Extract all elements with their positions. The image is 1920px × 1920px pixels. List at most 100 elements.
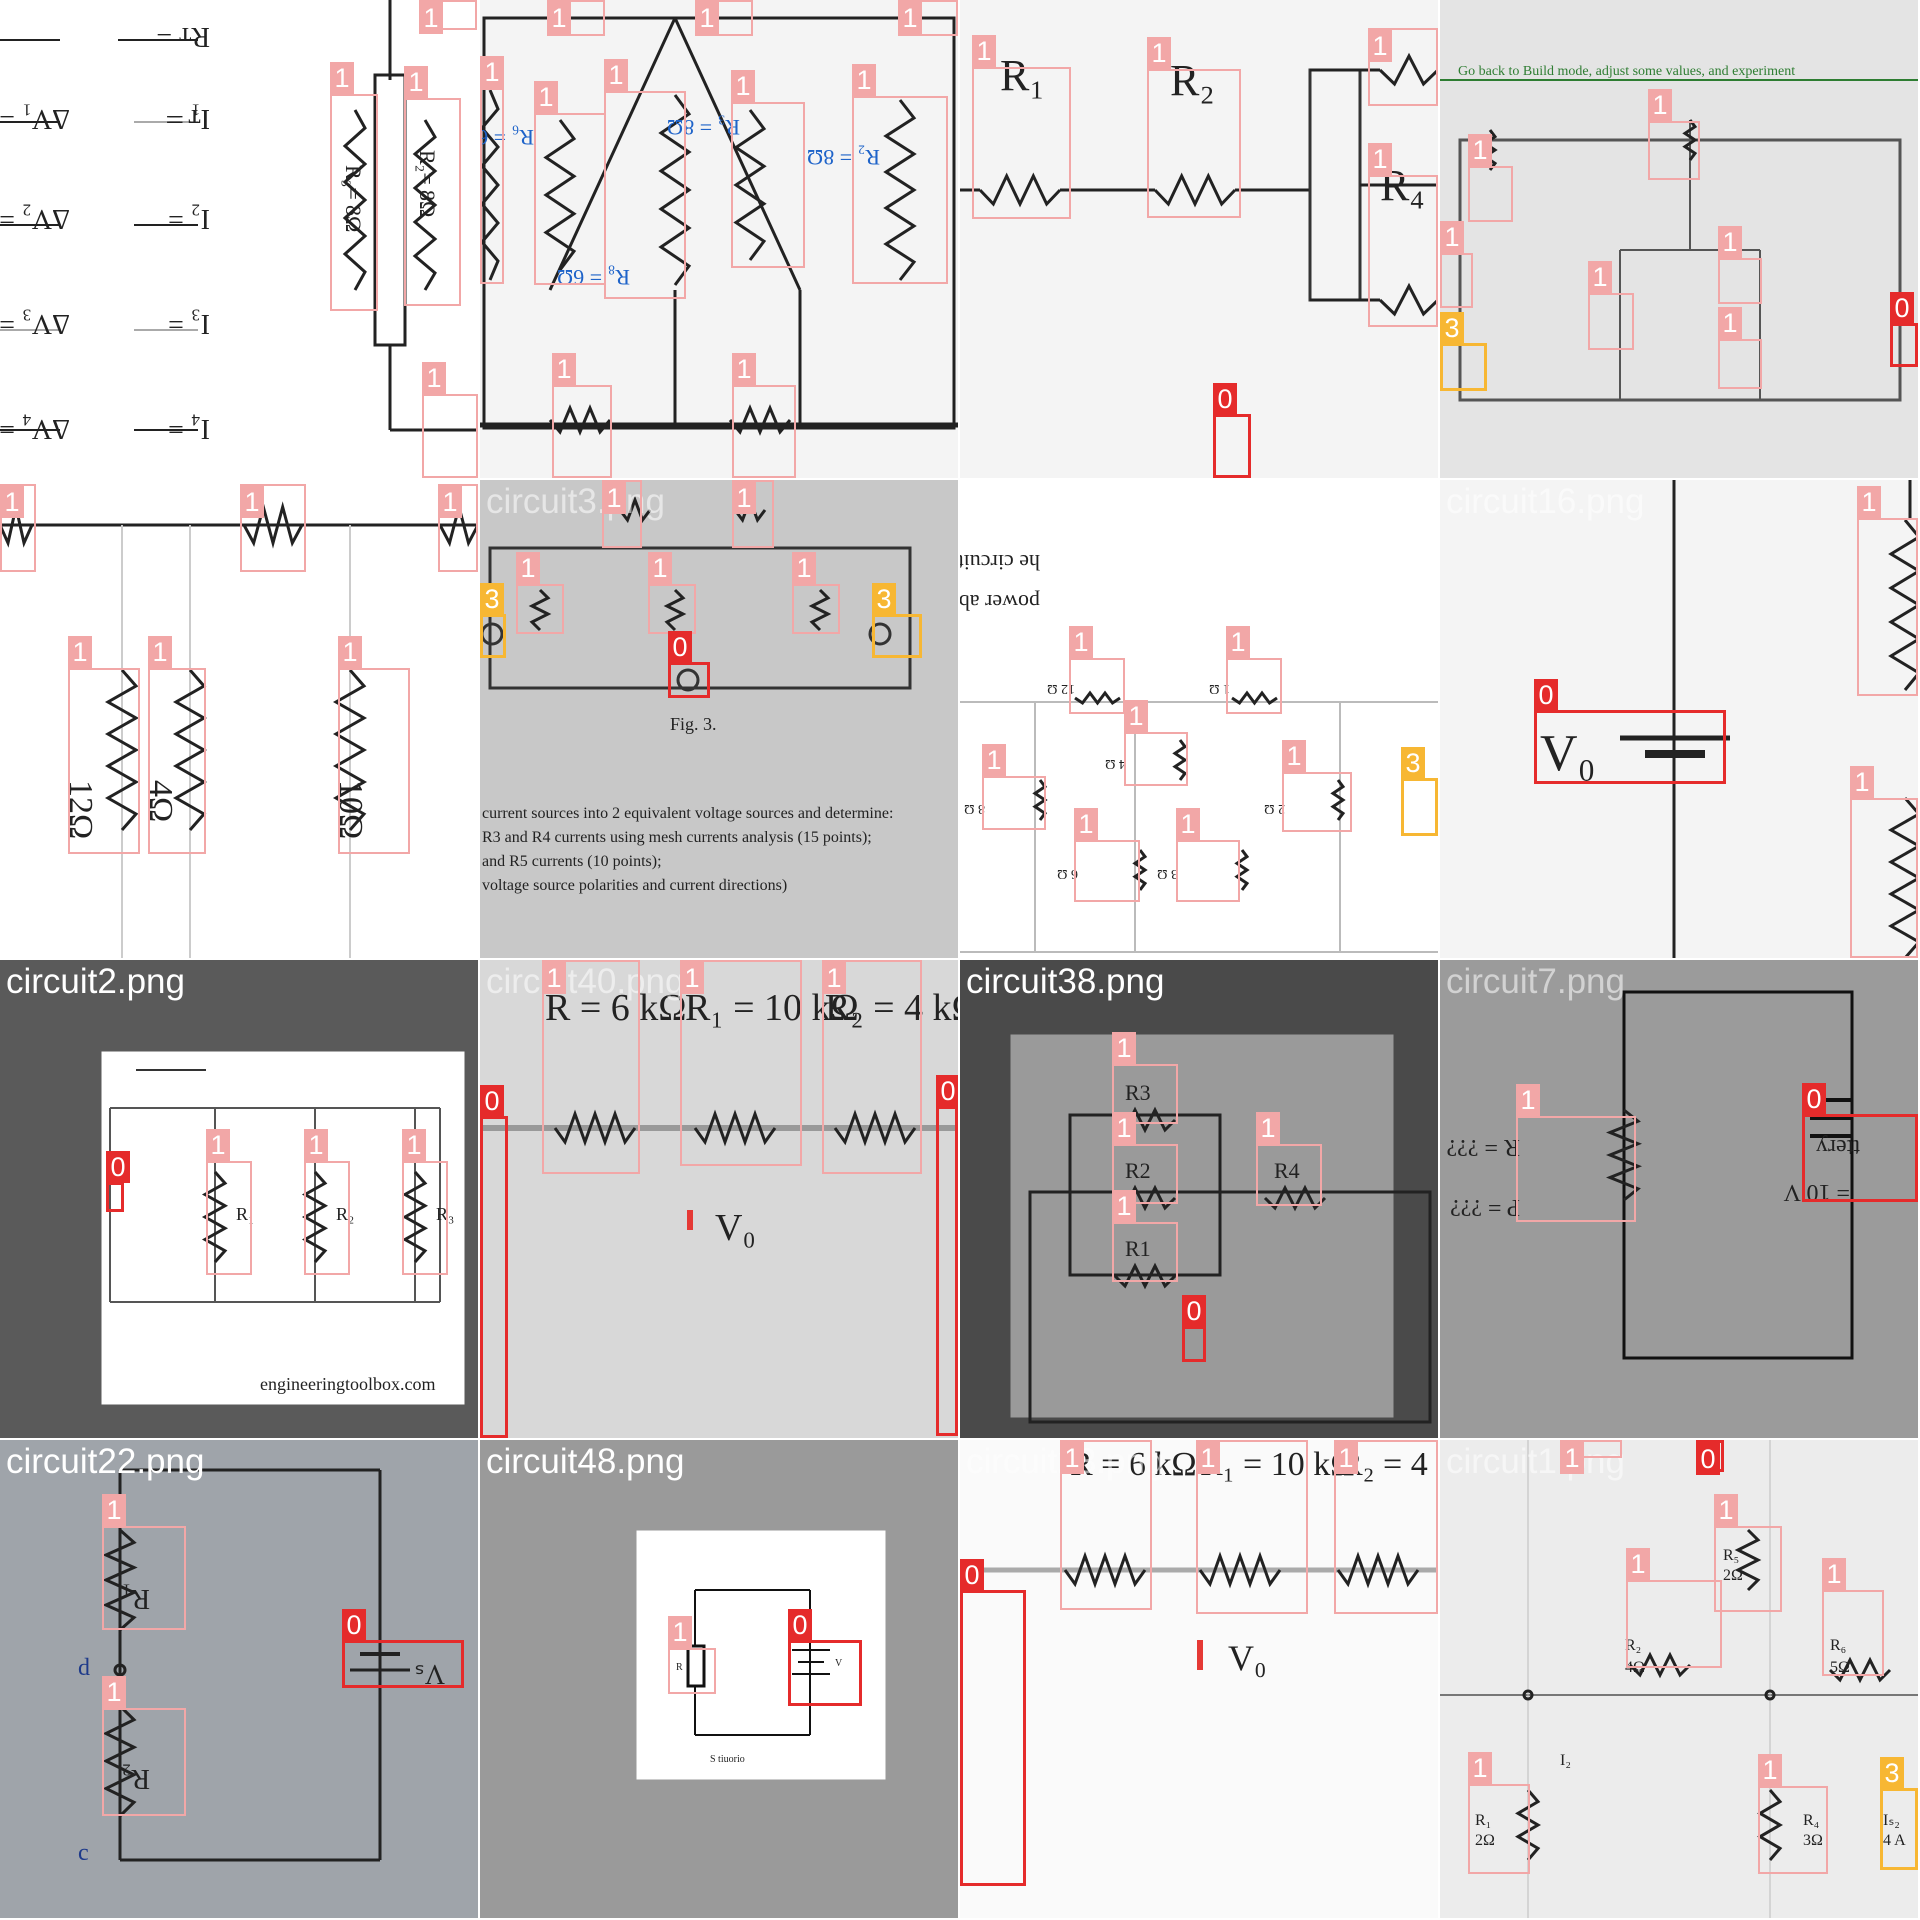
circuit-annotation-text: R₄ xyxy=(1803,1812,1820,1829)
detection-box-class-1: 1 xyxy=(68,636,140,854)
detection-box-class-1: 1 xyxy=(304,1129,350,1275)
circuit-annotation-text: R₂ = 8Ω xyxy=(807,145,880,170)
detection-class-tag: 1 xyxy=(206,1129,230,1161)
detection-box-class-1: 1 xyxy=(648,552,696,634)
circuit-annotation-text: ΔV₄ = xyxy=(0,413,70,444)
detection-class-tag: 0 xyxy=(1696,1443,1720,1475)
detection-class-tag: 1 xyxy=(1857,486,1881,518)
detection-class-tag: 1 xyxy=(1112,1032,1136,1064)
circuit-drawing: V₀ xyxy=(1540,480,1918,958)
detection-class-tag: 3 xyxy=(480,583,504,615)
detection-box-class-1: 1 xyxy=(822,960,922,1174)
detection-box-class-1: 1 xyxy=(1176,808,1240,902)
detection-box-class-1: 1 xyxy=(1256,1112,1322,1206)
circuit-drawing: Fig. 3.current sources into 2 equivalent… xyxy=(480,495,912,894)
circuit-annotation-text: 2Ω xyxy=(1475,1832,1495,1849)
circuit-annotation-text: 8Ω xyxy=(415,190,440,217)
detection-box-class-1: 1 xyxy=(1857,486,1918,696)
detection-class-tag: 1 xyxy=(1147,37,1171,69)
detection-box-class-1: 1 xyxy=(1468,1752,1530,1874)
circuit-annotation-text: I₂ xyxy=(1560,1752,1571,1769)
detection-box-class-1: 1 xyxy=(1060,1440,1152,1610)
detection-class-tag: 1 xyxy=(1256,1112,1280,1144)
detection-box-class-1: 1 xyxy=(602,480,642,548)
circuit-annotation-text: 8Ω xyxy=(341,205,366,232)
mosaic-tile: he circuit shown , determine v₁ andpower… xyxy=(960,480,1438,958)
circuit-annotation-text: 1 Ω xyxy=(1209,681,1230,696)
detection-class-tag: 1 xyxy=(422,362,446,394)
detection-box-class-1: 1 xyxy=(695,0,753,36)
circuit-annotation-text: R₆ xyxy=(1830,1637,1846,1654)
detection-box-class-1: 1 xyxy=(1758,1754,1828,1874)
detection-class-tag: 1 xyxy=(516,552,540,584)
detection-box-class-1: 1 xyxy=(1282,740,1352,832)
detection-class-tag: 1 xyxy=(102,1676,126,1708)
detection-class-tag: 1 xyxy=(822,962,846,994)
detection-class-tag: 1 xyxy=(1718,226,1742,258)
detection-box-class-1: 1 xyxy=(438,484,478,572)
detection-class-tag: 1 xyxy=(1368,143,1392,175)
detection-class-tag: 3 xyxy=(1440,312,1464,344)
circuit-annotation-text: R₂ xyxy=(1625,1637,1641,1654)
detection-class-tag: 0 xyxy=(1890,292,1914,324)
circuit-annotation-text: I₂ = xyxy=(168,203,210,234)
detection-class-tag: 0 xyxy=(1182,1295,1206,1327)
detection-class-tag: 0 xyxy=(480,1085,504,1117)
detection-class-tag: 1 xyxy=(102,1494,126,1526)
detection-class-tag: 1 xyxy=(1850,766,1874,798)
circuit-annotation-text: 5Ω xyxy=(1830,1659,1850,1676)
detection-box-class-1: 1 xyxy=(731,70,805,268)
detection-box-class-1: 1 xyxy=(1074,808,1140,902)
detection-box-class-1: 1 xyxy=(422,362,478,478)
detection-class-tag: 1 xyxy=(0,486,24,518)
circuit-annotation-text: R₂ xyxy=(1170,56,1215,105)
detection-box-class-3: 3 xyxy=(872,583,922,658)
detection-class-tag: 1 xyxy=(338,636,362,668)
detection-class-tag: 1 xyxy=(1560,1442,1584,1474)
detection-box-class-1: 1 xyxy=(542,960,640,1174)
detection-class-tag: 1 xyxy=(852,64,876,96)
detection-box-class-1: 1 xyxy=(1560,1440,1622,1474)
detection-box-class-1: 1 xyxy=(1850,766,1918,958)
circuit-annotation-text: 6 Ω xyxy=(1057,866,1078,881)
detection-box-class-1: 1 xyxy=(898,0,958,36)
detection-box-class-1: 1 xyxy=(1718,226,1762,304)
detection-box-class-1: 1 xyxy=(1147,37,1241,218)
detection-class-tag: 1 xyxy=(1334,1442,1358,1474)
circuit-annotation-text: R₅ xyxy=(1723,1547,1739,1564)
detection-class-tag: 1 xyxy=(1468,134,1492,166)
detection-class-tag: 1 xyxy=(731,70,755,102)
detection-class-tag: 1 xyxy=(1282,740,1306,772)
detection-class-tag: 1 xyxy=(668,1616,692,1648)
detection-class-tag: 1 xyxy=(534,81,558,113)
detection-box-class-1: 1 xyxy=(972,35,1071,219)
detection-box-class-1: 1 xyxy=(240,484,306,572)
detection-box-class-3: 3 xyxy=(1880,1757,1918,1870)
detection-class-tag: 1 xyxy=(148,636,172,668)
detection-class-tag: 1 xyxy=(1196,1442,1220,1474)
detection-box-class-3: 3 xyxy=(1401,747,1438,836)
detection-box-class-1: 1 xyxy=(0,484,36,572)
detection-class-tag: 1 xyxy=(1714,1494,1738,1526)
detection-box-class-1: 1 xyxy=(516,552,564,634)
circuit-annotation-text: P = ??? xyxy=(1450,1194,1520,1220)
detection-class-tag: 1 xyxy=(404,66,428,98)
detection-class-tag: 1 xyxy=(1822,1558,1846,1590)
circuit-annotation-text: R = ??? xyxy=(1447,1134,1521,1160)
detection-box-class-1: 1 xyxy=(1516,1084,1636,1222)
circuit-annotation-text: R₁ xyxy=(1475,1812,1491,1829)
detection-class-tag: 1 xyxy=(732,353,756,385)
detection-class-tag: 3 xyxy=(1880,1757,1904,1789)
detection-box-class-1: 1 xyxy=(1124,700,1188,786)
circuit-annotation-text: d xyxy=(78,1655,90,1681)
detection-box-class-1: 1 xyxy=(480,56,504,284)
circuit-annotation-text: R = 6 kΩ xyxy=(545,987,687,1029)
circuit-annotation-text: ΔV₃ = xyxy=(0,308,70,339)
circuit-annotation-text: R1 xyxy=(1125,1236,1151,1261)
